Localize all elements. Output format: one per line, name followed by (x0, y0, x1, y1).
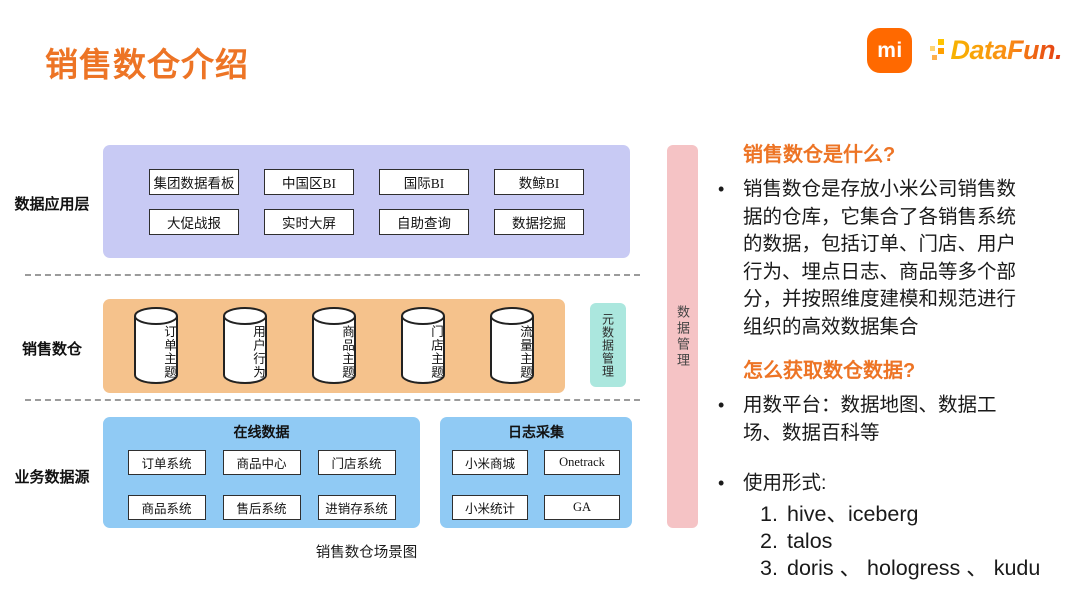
database-cylinder: 流量主题 (489, 306, 535, 386)
warehouse-layer-container: 订单主题 用户行为 商品主题 门店主题 流量主题 (103, 299, 565, 393)
cylinder-label: 订单主题 (162, 325, 176, 379)
layer-label-application: 数据应用层 (14, 196, 90, 213)
app-box: 实时大屏 (264, 208, 354, 235)
source-box: 商品中心 (222, 450, 301, 475)
numbered-item: 1. hive、iceberg (760, 501, 1066, 528)
diagram-caption: 销售数仓场景图 (315, 545, 418, 561)
dashed-divider-top (25, 274, 640, 276)
database-cylinder: 订单主题 (133, 306, 179, 386)
source-box: 小米商城 (452, 450, 528, 475)
database-cylinder: 商品主题 (311, 306, 357, 386)
numbered-item: 3. doris 、 hologress 、 kudu (760, 555, 1066, 582)
log-collection-group: 日志采集 小米商城 Onetrack 小米统计 GA (440, 417, 632, 528)
numbered-list: 1. hive、iceberg 2. talos 3. doris 、 holo… (760, 501, 1066, 582)
bullet-item-usage-forms: • 使用形式: (718, 470, 1066, 498)
list-text: talos (787, 528, 833, 553)
bullet-text: 使用形式: (743, 472, 827, 494)
right-text-panel: 销售数仓是什么? • 销售数仓是存放小米公司销售数 据的仓库，它集合了各销售系统… (718, 138, 1066, 582)
application-layer-container: 集团数据看板 中国区BI 国际BI 数鲸BI 大促战报 实时大屏 自助查询 数据… (103, 145, 630, 258)
cylinder-label: 门店主题 (429, 325, 443, 379)
bullet-text: 用数平台：数据地图、数据工 场、数据百科等 (743, 394, 997, 444)
app-box: 集团数据看板 (149, 168, 239, 195)
layer-label-source: 业务数据源 (14, 469, 90, 486)
list-text: hive、iceberg (787, 501, 919, 526)
log-collection-grid: 小米商城 Onetrack 小米统计 GA (440, 450, 632, 520)
bullet-icon: • (718, 179, 725, 199)
list-text: doris 、 hologress 、 kudu (787, 555, 1041, 580)
datafun-logo: DataFun. (930, 35, 1062, 66)
layer-label-warehouse: 销售数仓 (21, 341, 82, 358)
source-box: 门店系统 (317, 450, 396, 475)
datafun-logo-text: DataFun. (950, 35, 1062, 65)
group-title: 日志采集 (508, 424, 564, 440)
online-data-grid: 订单系统 商品中心 门店系统 商品系统 售后系统 进销存系统 (103, 450, 420, 520)
list-number: 2. (760, 528, 778, 553)
list-number: 3. (760, 555, 778, 580)
app-box: 大促战报 (149, 208, 239, 235)
logo-row: mi DataFun. (867, 28, 1062, 73)
page-title: 销售数仓介绍 (45, 46, 249, 83)
group-title: 在线数据 (233, 424, 290, 440)
source-box: 商品系统 (127, 495, 206, 520)
section-heading-how-to-get: 怎么获取数仓数据? (743, 360, 916, 382)
source-box: Onetrack (544, 450, 620, 475)
cylinder-label: 流量主题 (518, 325, 532, 379)
data-management-bar: 数据管理 (667, 145, 698, 528)
cylinder-label: 商品主题 (340, 325, 354, 379)
datafun-pixels-icon (930, 38, 945, 60)
bullet-text: 销售数仓是存放小米公司销售数 据的仓库，它集合了各销售系统 的数据，包括订单、门… (743, 178, 1017, 338)
bullet-icon: • (718, 473, 725, 493)
bullet-icon: • (718, 395, 725, 415)
source-box: GA (544, 495, 620, 520)
database-cylinder: 用户行为 (222, 306, 268, 386)
source-box: 进销存系统 (317, 495, 396, 520)
online-data-group: 在线数据 订单系统 商品中心 门店系统 商品系统 售后系统 进销存系统 (103, 417, 420, 528)
app-box: 数鲸BI (494, 168, 584, 195)
bullet-item-platforms: • 用数平台：数据地图、数据工 场、数据百科等 (718, 392, 1066, 447)
dashed-divider-bottom (25, 399, 640, 401)
metadata-management-box: 元数据管理 (590, 303, 626, 387)
numbered-item: 2. talos (760, 528, 1066, 555)
app-box: 中国区BI (264, 168, 354, 195)
app-box: 自助查询 (379, 208, 469, 235)
source-box: 小米统计 (452, 495, 528, 520)
bullet-item-definition: • 销售数仓是存放小米公司销售数 据的仓库，它集合了各销售系统 的数据，包括订单… (718, 176, 1066, 341)
database-cylinder: 门店主题 (400, 306, 446, 386)
app-box: 国际BI (379, 168, 469, 195)
xiaomi-logo-icon: mi (867, 28, 913, 73)
source-box: 售后系统 (222, 495, 301, 520)
app-box: 数据挖掘 (494, 208, 584, 235)
cylinder-label: 用户行为 (251, 325, 265, 379)
application-layer-grid: 集团数据看板 中国区BI 国际BI 数鲸BI 大促战报 实时大屏 自助查询 数据… (103, 145, 630, 258)
source-box: 订单系统 (127, 450, 206, 475)
list-number: 1. (760, 501, 778, 526)
section-heading-what-is: 销售数仓是什么? (743, 144, 896, 166)
